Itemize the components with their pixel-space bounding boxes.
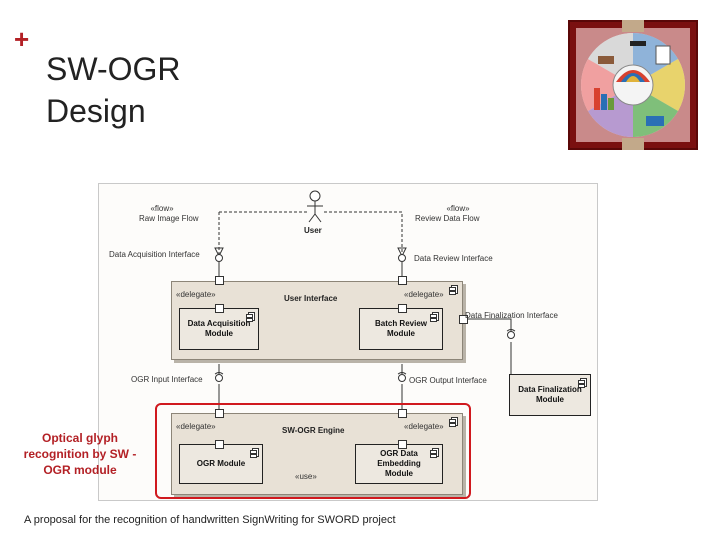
ogr-data-embedding-module: OGR Data Embedding Module — [355, 444, 443, 484]
sword-logo — [568, 20, 698, 150]
data-acquisition-module-label: Data Acquisition Module — [187, 319, 251, 338]
data-review-interface-icon — [398, 254, 406, 262]
data-finalization-module: Data Finalization Module — [509, 374, 591, 416]
data-acquisition-interface-icon — [215, 254, 223, 262]
slide-title: SW-OGR Design — [46, 48, 181, 132]
component-diagram: «flow» Raw Image Flow «flow» Review Data… — [98, 183, 598, 501]
batch-review-module-label: Batch Review Module — [374, 319, 428, 338]
ui-port-left — [215, 276, 224, 285]
data-finalization-module-label: Data Finalization Module — [518, 385, 582, 404]
flow-right-stereotype: «flow» — [446, 204, 470, 213]
ui-delegate-left: «delegate» — [176, 290, 216, 299]
logo-strip-bottom — [622, 138, 644, 150]
engine-delegate-right: «delegate» — [404, 422, 444, 431]
actor-user-label: User — [304, 226, 322, 235]
ogr-module-label: OGR Module — [196, 459, 246, 468]
engine-delegate-left: «delegate» — [176, 422, 216, 431]
data-review-interface-label: Data Review Interface — [414, 254, 493, 263]
component-icon — [578, 378, 587, 388]
ogr-output-interface-label: OGR Output Interface — [409, 376, 487, 385]
engine-port-right — [398, 409, 407, 418]
logo-strip-top — [622, 20, 644, 32]
ogr-input-socket-icon — [213, 372, 225, 384]
ogr-input-interface-icon — [215, 374, 223, 382]
flow-left-label: Raw Image Flow — [139, 214, 199, 223]
ogr-output-socket-icon — [396, 372, 408, 384]
highlight-box — [155, 403, 471, 499]
review-port — [398, 304, 407, 313]
engine-port-left — [215, 409, 224, 418]
component-icon — [430, 312, 439, 322]
title-line-1: SW-OGR — [46, 51, 181, 87]
ui-delegate-right: «delegate» — [404, 290, 444, 299]
embedding-module-port — [398, 440, 407, 449]
component-icon — [430, 448, 439, 458]
batch-review-module: Batch Review Module — [359, 308, 443, 350]
title-line-2: Design — [46, 93, 146, 129]
engine-package-component-icon — [449, 417, 458, 427]
flow-right-label: Review Data Flow — [415, 214, 480, 223]
flow-left-stereotype: «flow» — [150, 204, 174, 213]
ogr-output-interface-icon — [398, 374, 406, 382]
finalization-interface-icon — [507, 331, 515, 339]
ogr-input-interface-label: OGR Input Interface — [131, 375, 203, 384]
ui-package-component-icon — [449, 285, 458, 295]
acquisition-port — [215, 304, 224, 313]
logo-inner — [576, 28, 690, 142]
ogr-module-port — [215, 440, 224, 449]
engine-package-title: SW-OGR Engine — [282, 426, 345, 435]
ui-package-title: User Interface — [284, 294, 338, 303]
use-dependency-label: «use» — [295, 472, 317, 481]
data-acquisition-module: Data Acquisition Module — [179, 308, 259, 350]
slide-caption: A proposal for the recognition of handwr… — [24, 514, 396, 526]
ui-port-right — [398, 276, 407, 285]
ogr-data-embedding-module-label: OGR Data Embedding Module — [377, 449, 421, 478]
component-icon — [250, 448, 259, 458]
finalization-socket-icon — [505, 329, 517, 341]
data-finalization-interface-label: Data Finalization Interface — [465, 311, 558, 320]
data-acquisition-interface-label: Data Acquisition Interface — [109, 250, 200, 259]
logo-wheel-icon — [581, 33, 685, 137]
bullet-plus-icon: + — [14, 24, 30, 54]
component-icon — [246, 312, 255, 322]
finalization-port — [459, 315, 468, 324]
callout-text: Optical glyph recognition by SW -OGR mod… — [23, 431, 137, 477]
